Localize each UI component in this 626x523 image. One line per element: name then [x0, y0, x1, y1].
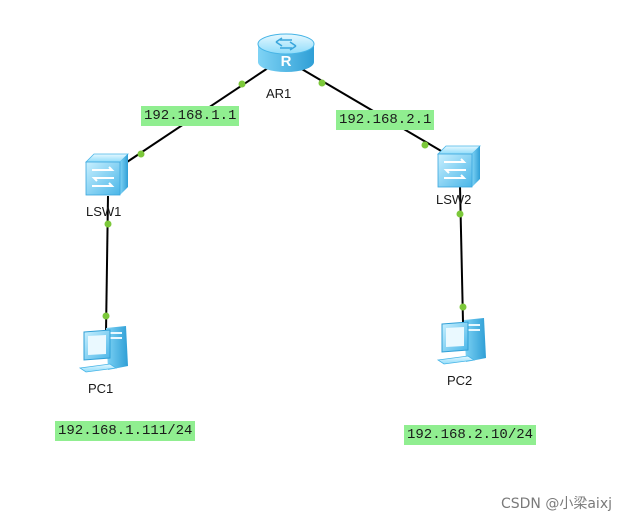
pc-icon[interactable] [436, 318, 486, 365]
device-label-ar1: AR1 [266, 86, 292, 101]
device-label-lsw2: LSW2 [436, 192, 472, 207]
device-label-pc1: PC1 [88, 381, 114, 396]
svg-text:R: R [281, 53, 292, 70]
ip-label-ar1-g0: 192.168.1.1 [141, 106, 240, 126]
port-dot [456, 210, 464, 218]
pc-icon[interactable] [78, 326, 128, 373]
device-label-pc2: PC2 [447, 373, 473, 388]
port-dot [421, 141, 429, 149]
port-dot [104, 220, 112, 228]
link-lsw2-pc2 [459, 185, 464, 323]
ip-label-pc1: 192.168.1.111/24 [55, 421, 196, 441]
port-dot [137, 150, 145, 158]
ip-label-pc2: 192.168.2.10/24 [404, 425, 537, 445]
watermark-text: CSDN @小梁aixj [500, 496, 612, 512]
port-dot [459, 303, 467, 311]
port-dot [318, 79, 326, 87]
switch-icon[interactable] [437, 145, 481, 188]
router-icon[interactable]: R [257, 33, 315, 72]
ip-label-ar1-g1: 192.168.2.1 [336, 110, 435, 130]
switch-icon[interactable] [85, 153, 129, 196]
port-dot [102, 312, 110, 320]
link-lsw1-pc1 [105, 195, 109, 333]
port-dot [238, 80, 246, 88]
device-label-lsw1: LSW1 [86, 204, 122, 219]
